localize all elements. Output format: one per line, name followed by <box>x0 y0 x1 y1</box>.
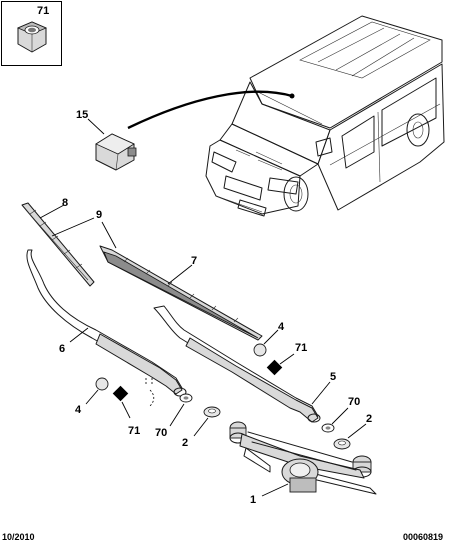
inset-ref-label: 71 <box>37 5 49 17</box>
ref-label-6: 6 <box>59 343 65 355</box>
washer-70-left <box>169 393 193 427</box>
ref-label-70-right: 70 <box>348 396 360 408</box>
ref-label-9: 9 <box>96 209 102 221</box>
footer-code: 00060819 <box>403 532 443 542</box>
ref-label-7: 7 <box>191 255 197 267</box>
ref-label-71-left: 71 <box>128 425 140 437</box>
ref-label-70-left: 70 <box>155 427 167 439</box>
ref-label-2-left: 2 <box>182 437 188 449</box>
grommet-2-right <box>333 423 367 450</box>
blade-ref-9-leaders <box>51 217 117 249</box>
footer-date: 10/2010 <box>2 532 35 542</box>
rain-sensor <box>87 90 293 171</box>
wiper-arm-5 <box>153 305 331 423</box>
washer-70-right <box>321 407 349 433</box>
cap-4-right <box>253 329 279 357</box>
wiper-blade-8 <box>21 202 95 287</box>
wiper-arm-6 <box>26 249 187 397</box>
ref-label-1: 1 <box>250 494 256 506</box>
inset-box-nut: 71 <box>1 1 62 66</box>
ref-label-15: 15 <box>76 109 88 121</box>
ref-label-2-right: 2 <box>366 413 372 425</box>
ref-label-4-right: 4 <box>278 321 285 333</box>
nut-71-left <box>112 385 131 419</box>
wiper-blade-7 <box>99 245 263 341</box>
wiper-motor-linkage-1 <box>229 421 377 497</box>
grommet-2-left <box>193 406 221 437</box>
cap-4-left <box>85 377 109 405</box>
drill-hole-mark <box>145 378 155 407</box>
nut-71-right <box>266 353 295 376</box>
ref-label-71-right: 71 <box>295 342 307 354</box>
reference-labels: 15 8 9 7 6 4 71 5 4 71 70 2 70 2 1 <box>59 109 372 506</box>
ref-label-8: 8 <box>62 197 68 209</box>
van-illustration <box>205 15 445 217</box>
ref-label-5: 5 <box>330 371 336 383</box>
ref-label-4-left: 4 <box>75 404 82 416</box>
hex-nut-icon <box>16 21 48 53</box>
